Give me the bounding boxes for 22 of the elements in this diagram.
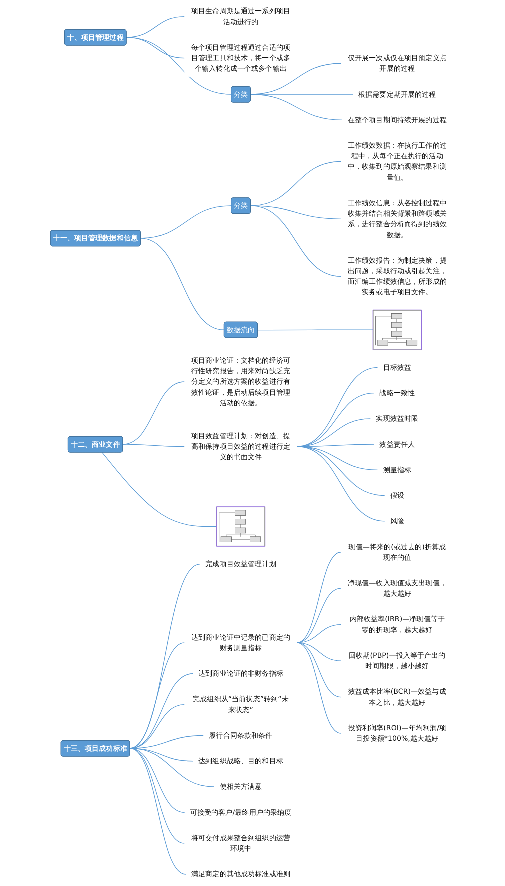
connector xyxy=(130,564,202,749)
connector xyxy=(130,642,186,749)
connector xyxy=(250,206,342,277)
connector xyxy=(297,446,386,522)
connector xyxy=(297,642,342,698)
connector xyxy=(130,748,187,875)
connector xyxy=(258,330,374,331)
connector xyxy=(297,588,342,644)
connector xyxy=(126,37,232,95)
connector xyxy=(130,748,186,844)
connector xyxy=(123,444,186,448)
connector xyxy=(140,206,232,239)
connector xyxy=(102,452,218,528)
connector xyxy=(297,642,342,734)
connector xyxy=(297,552,342,644)
connector xyxy=(250,94,344,121)
connector xyxy=(297,642,342,662)
connector xyxy=(250,94,354,95)
connector xyxy=(297,624,342,644)
connector xyxy=(126,16,186,38)
connector xyxy=(140,238,225,330)
connector xyxy=(297,367,379,448)
